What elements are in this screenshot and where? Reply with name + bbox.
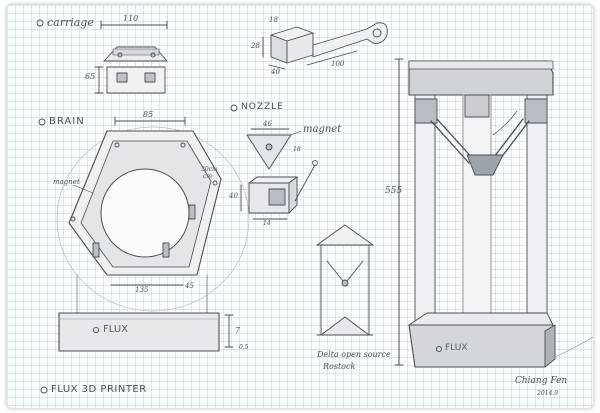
arm-sketch: [262, 22, 388, 70]
brain-label: BRAIN: [49, 116, 85, 127]
arm-lever: [312, 22, 388, 58]
sketch-sheet: carriage 110 65 18 28 40 100 BRAIN 85 ma…: [6, 4, 594, 409]
carriage-screw-right: [150, 52, 156, 58]
delta-label-line2: Rostock: [323, 362, 356, 371]
brain-screw-4: [212, 180, 218, 186]
carriage-screw-left: [117, 52, 123, 58]
rostock-arm-left: [326, 260, 344, 282]
printer-filament: [492, 110, 518, 136]
brain-cm-note-2: cm: [203, 173, 213, 180]
arm-length-dim-line: [306, 50, 358, 66]
nozzle-top-dim: 46: [263, 120, 272, 128]
printer-effector: [466, 154, 504, 176]
nozzle-wire-end: [312, 160, 318, 166]
sketch-drawing: [36, 19, 593, 394]
arm-side-dim: 28: [251, 42, 260, 50]
printer-title: FLUX 3D PRINTER: [51, 384, 147, 395]
brain-screw-3: [70, 216, 76, 222]
rostock-base: [320, 316, 370, 336]
nozzle-magnet-leader: [290, 130, 302, 136]
printer-arm-right-b: [490, 118, 524, 162]
brain-center-opening: [100, 168, 190, 258]
brain-bed-circle: [56, 126, 250, 312]
nozzle-bullet-icon: [230, 104, 238, 112]
base-height-dim: 7: [235, 326, 241, 335]
nozzle-bottom-dim: 14: [263, 220, 271, 227]
delta-rostock-sketch: [316, 224, 374, 336]
rostock-arm-right: [346, 260, 364, 282]
brain-magnet-leader: [72, 184, 94, 194]
nozzle-block-side: [288, 176, 298, 214]
printer-base-logo-dot: [435, 345, 443, 353]
printer-carriage-right: [524, 98, 548, 124]
brain-slot-left: [92, 242, 100, 258]
nozzle-tip-hole: [265, 143, 273, 151]
nozzle-magnet-label: magnet: [303, 124, 342, 135]
rostock-top: [316, 224, 374, 246]
nozzle-wire: [294, 164, 316, 202]
printer-tower-left: [414, 94, 436, 328]
nozzle-sketch: [240, 128, 318, 220]
base-small-dim: 0.5: [239, 344, 249, 351]
printer-carriage-back: [464, 94, 490, 118]
carriage-bearing-right: [144, 72, 156, 83]
base-left-flux-logo: FLUX: [103, 324, 128, 335]
printer-arm-left-b: [436, 118, 476, 162]
signature-date: 2014.9: [537, 390, 558, 397]
carriage-top-slot: [112, 48, 160, 56]
printer-top-cap: [408, 60, 554, 70]
printer-shadow-line: [554, 336, 593, 358]
nozzle-label: NOZZLE: [241, 102, 284, 112]
nozzle-height-dim: 40: [229, 192, 238, 200]
arm-length-dim: 100: [331, 60, 345, 68]
carriage-bearing-left: [116, 72, 128, 83]
nozzle-fan: [268, 188, 286, 206]
rostock-effector: [341, 279, 349, 287]
carriage-sketch: [94, 20, 168, 94]
printer-height-dim: 555: [385, 186, 403, 196]
base-left-box: [58, 312, 220, 352]
brain-bottom-dim: 135: [135, 286, 149, 294]
carriage-bullet-icon: [36, 19, 44, 27]
signature: Chiang Fen: [515, 376, 568, 386]
printer-base-flux-logo: FLUX: [445, 343, 468, 353]
nozzle-side-dim: 18: [293, 146, 301, 153]
brain-cm-note-1: 30cm: [201, 166, 218, 173]
delta-label-line1: Delta open source: [317, 350, 391, 359]
arm-pivot-hole: [372, 28, 382, 38]
printer-arm-left-a: [430, 120, 470, 164]
printer-sketch: [394, 58, 593, 368]
brain-width-dim: 85: [143, 110, 154, 119]
printer-base-top: [408, 312, 554, 326]
nozzle-triangle: [246, 134, 292, 170]
printer-carriage-left: [414, 98, 438, 124]
printer-tower-right: [526, 94, 548, 328]
brain-slot-upper: [188, 204, 196, 220]
arm-top-dim: 18: [269, 16, 278, 24]
brain-screw-1: [114, 142, 120, 148]
title-bullet-icon: [40, 386, 48, 394]
brain-sketch: [56, 116, 250, 318]
brain-bottom-right-dim: 45: [185, 282, 194, 290]
carriage-width-dim: 110: [123, 14, 139, 23]
carriage-label: carriage: [47, 16, 94, 29]
brain-slot-right: [162, 242, 170, 258]
carriage-front-block: [106, 66, 166, 94]
brain-magnet-label: magnet: [53, 178, 80, 186]
carriage-height-dim: 65: [85, 72, 96, 81]
base-left-sketch: [58, 312, 234, 352]
base-left-logo-dot: [92, 326, 100, 334]
printer-base-side: [544, 324, 556, 368]
brain-bullet-icon: [38, 118, 46, 126]
printer-tower-back: [462, 94, 492, 316]
arm-depth-dim-line: [268, 64, 286, 70]
printer-base-box: [408, 324, 554, 368]
arm-depth-dim: 40: [271, 68, 280, 76]
brain-screw-2: [180, 142, 186, 148]
